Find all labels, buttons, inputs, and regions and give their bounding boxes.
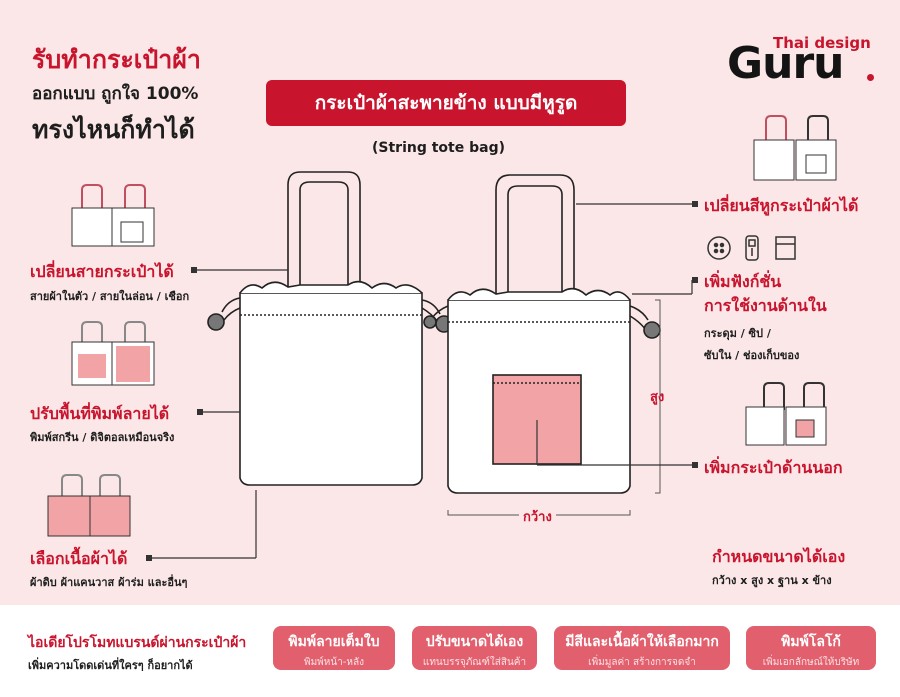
feature-fabric-title: เลือกเนื้อผ้าได้: [30, 549, 128, 568]
feature-inner-sub-2: ซับใน / ช่องเก็บของ: [704, 349, 800, 362]
pill-full-print: พิมพ์ลายเต็มใบ พิมพ์หน้า-หลัง: [273, 626, 395, 670]
height-label: สูง: [650, 390, 665, 405]
feature-inner-title-2: การใช้งานด้านใน: [704, 296, 827, 315]
thumb-handle-color: [753, 115, 837, 181]
feature-handle-color-title: เปลี่ยนสีหูกระเป๋าผ้าได้: [704, 196, 859, 215]
headline-subtitle: ออกแบบ ถูกใจ 100%: [32, 84, 199, 104]
feature-fabric-sub: ผ้าดิบ ผ้าแคนวาส ผ้าร่ม และอื่นๆ: [30, 576, 188, 589]
feature-size-sub: กว้าง x สูง x ฐาน x ข้าง: [712, 574, 832, 587]
feature-print-title: ปรับพื้นที่พิมพ์ลายได้: [30, 404, 170, 423]
logo-tagline: Thai design: [773, 34, 871, 52]
feature-size-title: กำหนดขนาดได้เอง: [712, 547, 846, 566]
thumb-print-area: [71, 321, 155, 386]
pill-custom-size: ปรับขนาดได้เอง แทนบรรจุภัณฑ์ใส่สินค้า: [412, 626, 537, 670]
pill-colors-fabric-title: มีสีและเนื้อผ้าให้เลือกมาก: [565, 634, 719, 650]
connector-dots: [146, 201, 698, 561]
pill-logo-print: พิมพ์โลโก้ เพิ่มเอกลักษณ์ให้บริษัท: [746, 626, 876, 670]
bottom-subline: เพิ่มความโดดเด่นที่ใครๆ ก็อยากได้: [28, 659, 193, 672]
bottom-headline: ไอเดียโปรโมทแบรนด์ผ่านกระเป๋าผ้า: [28, 635, 247, 651]
pill-full-print-sub: พิมพ์หน้า-หลัง: [303, 657, 365, 668]
page-subtitle: (String tote bag): [372, 140, 505, 156]
pill-logo-print-title: พิมพ์โลโก้: [781, 634, 841, 650]
logo-wordmark: Guru: [727, 38, 844, 89]
feature-inner-sub: กระดุม / ซิป /: [704, 327, 771, 340]
logo-dot: [867, 74, 874, 81]
thumb-fabric: [47, 474, 131, 537]
thumb-outer-pocket: [745, 382, 827, 446]
pill-logo-print-sub: เพิ่มเอกลักษณ์ให้บริษัท: [762, 657, 860, 668]
feature-print-sub: พิมพ์สกรีน / ดิจิตอลเหมือนจริง: [30, 431, 175, 444]
headline-title: รับทำกระเป๋าผ้า: [32, 45, 201, 74]
page-title: กระเป๋าผ้าสะพายข้าง แบบมีหูรูด: [266, 80, 626, 126]
thumb-strap: [71, 184, 155, 247]
feature-strap-sub: สายผ้าในตัว / สายในล่อน / เชือก: [30, 290, 190, 303]
inner-function-icons: [707, 235, 796, 261]
connector-lines: [150, 203, 693, 559]
pill-full-print-title: พิมพ์ลายเต็มใบ: [288, 634, 380, 650]
feature-inner-title: เพิ่มฟังก์ชั่น: [704, 272, 782, 291]
pill-custom-size-sub: แทนบรรจุภัณฑ์ใส่สินค้า: [422, 657, 527, 668]
pill-colors-fabric-sub: เพิ่มมูลค่า สร้างการจดจำ: [588, 657, 696, 668]
pill-custom-size-title: ปรับขนาดได้เอง: [425, 634, 524, 650]
tote-bag-front: [207, 171, 453, 486]
tote-bag-back: [423, 174, 661, 494]
width-label: กว้าง: [519, 506, 556, 527]
headline-tagline: ทรงไหนก็ทำได้: [32, 115, 195, 144]
pill-colors-fabric: มีสีและเนื้อผ้าให้เลือกมาก เพิ่มมูลค่า ส…: [554, 626, 730, 670]
feature-strap-title: เปลี่ยนสายกระเป๋าได้: [30, 262, 174, 281]
feature-outer-pocket-title: เพิ่มกระเป๋าด้านนอก: [704, 458, 843, 477]
